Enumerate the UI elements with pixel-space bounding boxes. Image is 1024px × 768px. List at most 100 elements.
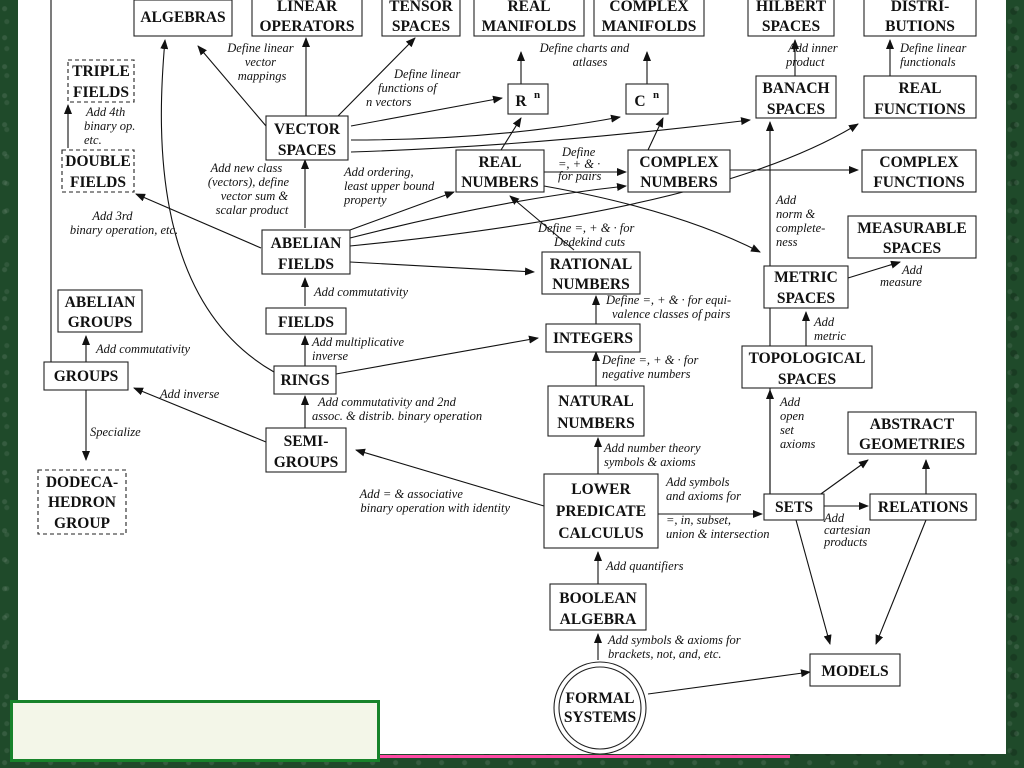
edge-sets-to-abstract bbox=[817, 459, 869, 497]
label-add-3rd-binary: Add 3rd binary operation, etc. bbox=[70, 209, 178, 237]
label-add-associative: Add = & associative binary operation wit… bbox=[359, 487, 511, 515]
node-fields[interactable]: FIELDS bbox=[265, 307, 347, 335]
node-metric-spaces-line2: SPACES bbox=[777, 290, 835, 307]
node-complex-functions-line1: COMPLEX bbox=[879, 154, 959, 171]
edge-rings-to-algebras bbox=[160, 39, 275, 373]
node-rings[interactable]: RINGS bbox=[273, 365, 337, 395]
slide-corner-decoration bbox=[10, 700, 380, 762]
edge-vector-to-cn bbox=[350, 114, 621, 141]
node-complex-functions[interactable]: COMPLEX FUNCTIONS bbox=[861, 149, 977, 193]
node-boolean-line1: BOOLEAN bbox=[559, 590, 637, 607]
label-define-linear-functionals: Define linear functionals bbox=[899, 41, 969, 69]
node-real-functions-line1: REAL bbox=[898, 80, 941, 97]
edge-vector-to-algebras bbox=[197, 45, 267, 127]
label-add-metric: Add metric bbox=[813, 315, 846, 343]
node-abelian-groups[interactable]: ABELIAN GROUPS bbox=[57, 289, 143, 333]
edge-semigroups-to-groups bbox=[133, 387, 267, 443]
edge-lpc-to-semigroups bbox=[355, 448, 545, 507]
label-add-new-class: Add new class (vectors), define vector s… bbox=[208, 161, 292, 217]
node-real-manifolds[interactable]: REAL MANIFOLDS bbox=[473, 0, 585, 37]
node-algebras[interactable]: ALGEBRAS bbox=[133, 0, 233, 37]
node-vector-spaces[interactable]: VECTOR SPACES bbox=[265, 115, 349, 161]
node-integers[interactable]: INTEGERS bbox=[545, 323, 641, 353]
node-topological-spaces-line1: TOPOLOGICAL bbox=[749, 350, 866, 367]
node-abelian-fields[interactable]: ABELIAN FIELDS bbox=[261, 229, 351, 275]
node-cn-sup: n bbox=[653, 89, 659, 101]
node-triple-fields[interactable]: TRIPLE FIELDS bbox=[67, 59, 135, 103]
label-add-measure: Add measure bbox=[880, 263, 925, 289]
node-natural-numbers-line1: NATURAL bbox=[558, 393, 634, 410]
label-add-number-theory: Add number theory symbols & axioms bbox=[603, 441, 704, 469]
edge-abelian-to-complex bbox=[349, 183, 627, 239]
label-add-multiplicative-inverse: Add multiplicative inverse bbox=[311, 335, 407, 363]
node-natural-numbers[interactable]: NATURAL NUMBERS bbox=[547, 385, 645, 437]
node-cn[interactable]: C n bbox=[625, 83, 669, 115]
node-vector-spaces-line2: SPACES bbox=[278, 142, 336, 159]
node-banach-spaces-line1: BANACH bbox=[762, 80, 829, 97]
node-rational-numbers-line2: NUMBERS bbox=[552, 276, 630, 293]
edge-abelian-to-real bbox=[349, 191, 455, 231]
node-models-label: MODELS bbox=[821, 663, 888, 680]
node-models[interactable]: MODELS bbox=[809, 653, 901, 687]
node-real-functions[interactable]: REAL FUNCTIONS bbox=[863, 75, 977, 119]
edge-abelian-to-real-functions bbox=[349, 123, 859, 247]
node-sets-label: SETS bbox=[775, 499, 813, 516]
node-semi-groups[interactable]: SEMI- GROUPS bbox=[265, 427, 347, 473]
node-rational-numbers[interactable]: RATIONAL NUMBERS bbox=[541, 251, 641, 295]
node-banach-spaces[interactable]: BANACH SPACES bbox=[755, 75, 837, 119]
node-groups[interactable]: GROUPS bbox=[43, 361, 129, 391]
node-hilbert-spaces-line1: HILBERT bbox=[756, 0, 827, 15]
node-abstract-geometries-line1: ABSTRACT bbox=[870, 416, 955, 433]
label-define-linear-vector-mappings: Define linear vector mappings bbox=[226, 41, 296, 83]
node-rn-sup: n bbox=[534, 89, 540, 101]
node-dodecahedron-group[interactable]: DODECA- HEDRON GROUP bbox=[37, 469, 127, 535]
node-abelian-fields-line1: ABELIAN bbox=[271, 235, 342, 252]
edge-real-to-rn bbox=[500, 117, 522, 151]
node-real-numbers-line2: NUMBERS bbox=[461, 174, 539, 191]
node-double-fields-line1: DOUBLE bbox=[65, 153, 130, 170]
node-tensor-spaces[interactable]: TENSOR SPACES bbox=[381, 0, 461, 37]
label-add-inner-product: Add inner product bbox=[785, 41, 841, 69]
label-add-norm: Add norm & complete- ness bbox=[775, 193, 828, 249]
node-groups-label: GROUPS bbox=[54, 368, 119, 385]
node-sets[interactable]: SETS bbox=[763, 493, 825, 521]
node-abelian-groups-line1: ABELIAN bbox=[65, 294, 136, 311]
label-add-commutativity-2nd: Add commutativity and 2nd assoc. & distr… bbox=[312, 395, 482, 423]
label-add-commutativity-groups: Add commutativity bbox=[95, 342, 191, 356]
edge-vector-to-rn bbox=[350, 95, 503, 127]
node-fields-label: FIELDS bbox=[278, 314, 334, 331]
node-linear-operators[interactable]: LINEAR OPERATORS bbox=[251, 0, 363, 37]
node-complex-manifolds[interactable]: COMPLEX MANIFOLDS bbox=[593, 0, 705, 37]
node-measurable-spaces[interactable]: MEASURABLE SPACES bbox=[847, 215, 977, 259]
node-complex-numbers[interactable]: COMPLEX NUMBERS bbox=[627, 149, 731, 193]
node-real-numbers[interactable]: REAL NUMBERS bbox=[455, 149, 545, 193]
node-hilbert-spaces[interactable]: HILBERT SPACES bbox=[747, 0, 835, 37]
node-dodecahedron-line1: DODECA- bbox=[46, 474, 118, 491]
node-formal-systems[interactable]: FORMAL SYSTEMS bbox=[553, 661, 647, 755]
edge-rational-to-real bbox=[509, 195, 575, 251]
node-dodecahedron-line3: GROUP bbox=[54, 515, 111, 532]
node-topological-spaces[interactable]: TOPOLOGICAL SPACES bbox=[741, 345, 873, 389]
node-distributions[interactable]: DISTRI- BUTIONS bbox=[863, 0, 977, 37]
node-abelian-groups-line2: GROUPS bbox=[68, 314, 133, 331]
label-add-commutativity-fields: Add commutativity bbox=[313, 285, 409, 299]
node-rational-numbers-line1: RATIONAL bbox=[550, 256, 632, 273]
node-algebras-label: ALGEBRAS bbox=[140, 9, 225, 26]
label-add-ordering: Add ordering, least upper bound property bbox=[343, 165, 437, 207]
edge-real-to-metric bbox=[543, 185, 761, 253]
node-relations[interactable]: RELATIONS bbox=[869, 493, 977, 521]
node-lower-predicate-calculus[interactable]: LOWER PREDICATE CALCULUS bbox=[543, 473, 659, 549]
node-vector-spaces-line1: VECTOR bbox=[274, 121, 341, 138]
node-boolean-line2: ALGEBRA bbox=[560, 611, 637, 628]
node-distributions-line2: BUTIONS bbox=[885, 18, 955, 35]
node-complex-manifolds-line1: COMPLEX bbox=[609, 0, 689, 15]
node-double-fields[interactable]: DOUBLE FIELDS bbox=[61, 149, 135, 193]
node-rn[interactable]: R n bbox=[507, 83, 549, 115]
node-abstract-geometries[interactable]: ABSTRACT GEOMETRIES bbox=[847, 411, 977, 455]
label-add-symbols-sets: Add symbols and axioms for =, in, subset… bbox=[665, 475, 769, 541]
node-boolean-algebra[interactable]: BOOLEAN ALGEBRA bbox=[549, 583, 647, 631]
node-rings-label: RINGS bbox=[280, 372, 329, 389]
label-define-linear-functions: Define linear functions of n vectors bbox=[366, 67, 463, 109]
label-define-equivalence: Define =, + & · for equi- valence classe… bbox=[605, 293, 734, 321]
node-metric-spaces[interactable]: METRIC SPACES bbox=[763, 265, 849, 309]
